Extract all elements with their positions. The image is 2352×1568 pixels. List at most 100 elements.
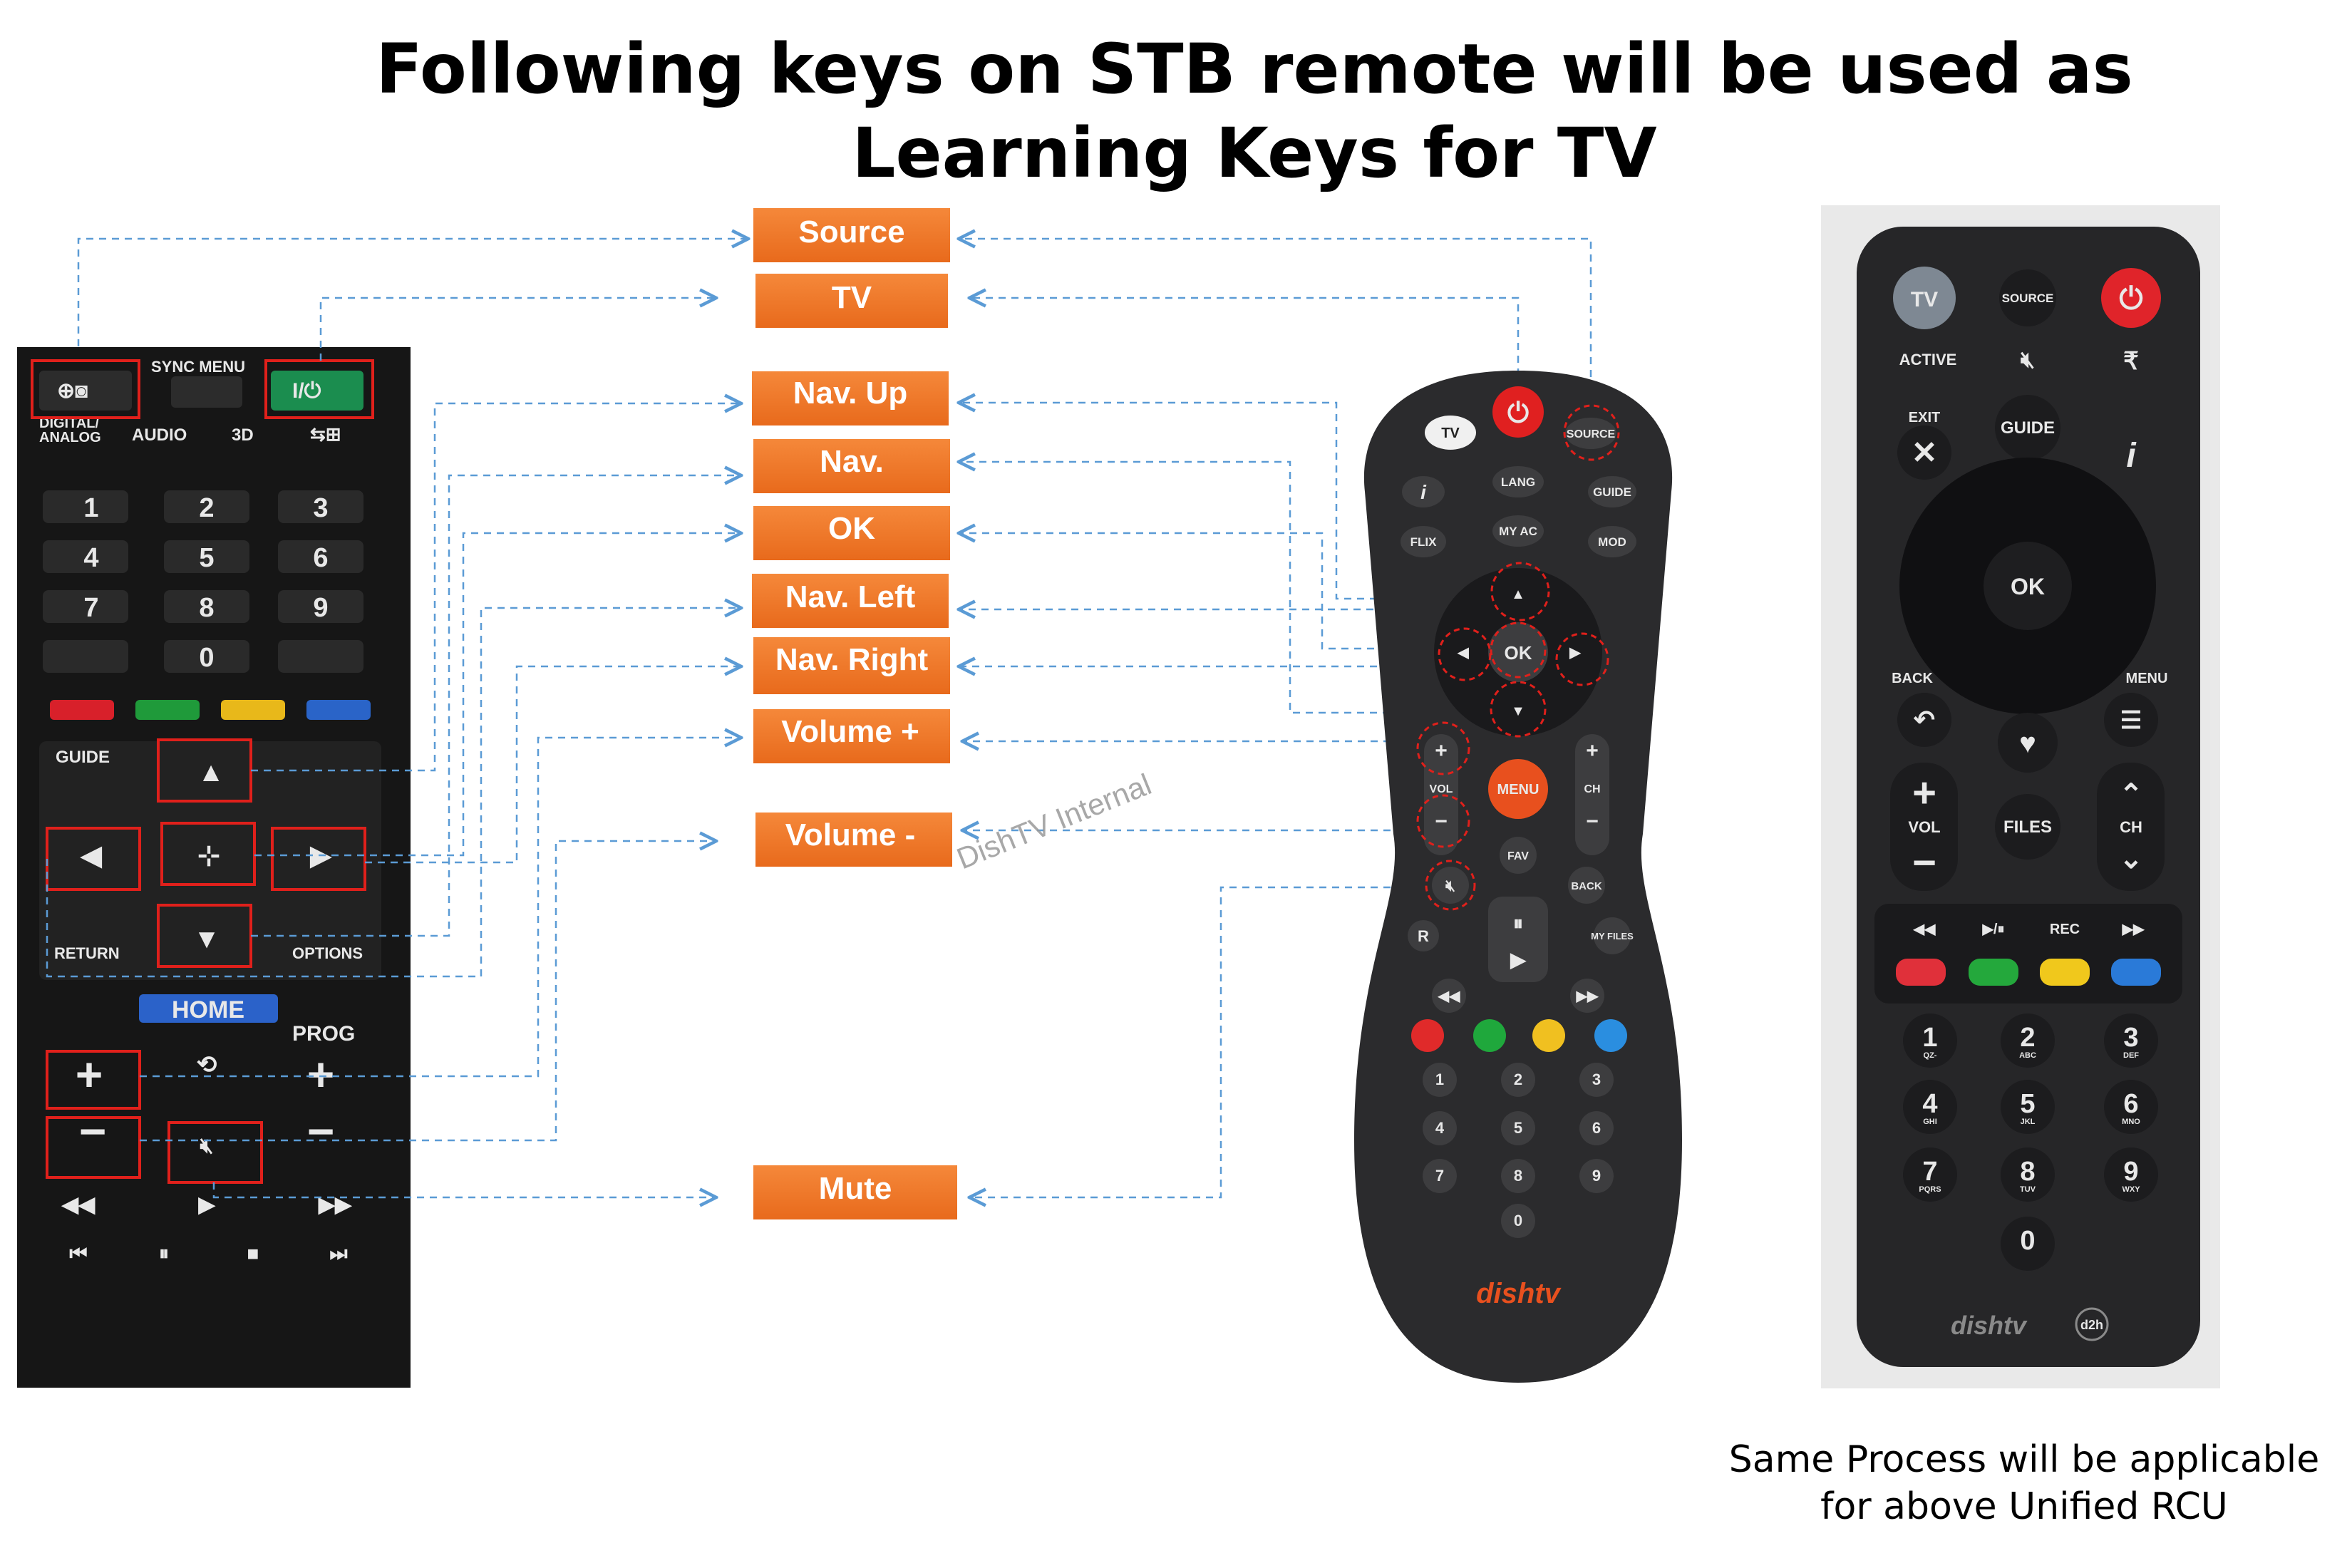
stb-flix-button[interactable] bbox=[1401, 526, 1446, 557]
unified-key-5[interactable] bbox=[2001, 1080, 2055, 1134]
stb-mod-button[interactable] bbox=[1588, 526, 1636, 557]
unified-fav-button[interactable] bbox=[1998, 713, 2058, 773]
unified-key-8[interactable] bbox=[2001, 1147, 2055, 1202]
label-source-text: Source bbox=[798, 215, 904, 249]
stb-rewind-button[interactable] bbox=[1432, 979, 1466, 1013]
unified-blue-key[interactable] bbox=[2111, 959, 2161, 986]
stb-yellow-key[interactable] bbox=[1532, 1019, 1565, 1052]
tv-key-subtitle[interactable] bbox=[278, 640, 363, 673]
stb-myac-button[interactable] bbox=[1492, 515, 1544, 547]
stb-menu-button[interactable] bbox=[1488, 759, 1548, 819]
stb-myfiles-button[interactable] bbox=[1594, 917, 1631, 954]
line-volup-left bbox=[140, 738, 741, 1078]
stb-key-2[interactable] bbox=[1501, 1063, 1535, 1097]
unified-vol-rocker[interactable] bbox=[1890, 763, 1958, 891]
stb-key-0[interactable] bbox=[1501, 1204, 1535, 1238]
stb-power-button[interactable] bbox=[1492, 386, 1544, 438]
tv-key-4[interactable] bbox=[43, 540, 128, 573]
unified-sub-3: DEF bbox=[2123, 1051, 2139, 1060]
tv-key-7[interactable] bbox=[43, 590, 128, 623]
unified-menu-button[interactable] bbox=[2104, 693, 2158, 747]
stb-left-arrow-icon: ◀ bbox=[1457, 645, 1469, 661]
unified-files-button[interactable] bbox=[1995, 794, 2060, 860]
stb-forward-button[interactable] bbox=[1570, 979, 1604, 1013]
stb-highlight-up bbox=[1490, 562, 1550, 621]
tv-key-0[interactable] bbox=[164, 640, 249, 673]
unified-red-key[interactable] bbox=[1896, 959, 1946, 986]
tv-key-6[interactable] bbox=[278, 540, 363, 573]
stb-ok-button[interactable] bbox=[1488, 622, 1548, 682]
unified-digit-9: 9 bbox=[2123, 1157, 2138, 1187]
stb-red-key[interactable] bbox=[1411, 1019, 1444, 1052]
stb-guide-button[interactable] bbox=[1588, 476, 1636, 507]
stb-green-key[interactable] bbox=[1473, 1019, 1506, 1052]
tv-key-3[interactable] bbox=[278, 490, 363, 523]
sync-menu-button[interactable] bbox=[171, 376, 242, 408]
power-button[interactable] bbox=[271, 371, 363, 411]
unified-source-button[interactable] bbox=[1999, 269, 2056, 326]
stb-blue-key[interactable] bbox=[1594, 1019, 1627, 1052]
stb-info-button[interactable] bbox=[1402, 476, 1445, 507]
unified-key-0[interactable] bbox=[2001, 1217, 2055, 1271]
unified-key-1[interactable] bbox=[1903, 1013, 1957, 1068]
stb-ok-label: OK bbox=[1505, 642, 1532, 664]
stb-mute-icon: 🔇︎ bbox=[1445, 877, 1455, 894]
tv-home-button[interactable] bbox=[139, 994, 278, 1023]
unified-key-2[interactable] bbox=[2001, 1013, 2055, 1068]
unified-ch-rocker[interactable] bbox=[2097, 763, 2165, 891]
unified-key-9[interactable] bbox=[2104, 1147, 2158, 1202]
tv-green-key[interactable] bbox=[135, 700, 200, 720]
unified-tv-button[interactable] bbox=[1893, 267, 1956, 329]
tv-red-key[interactable] bbox=[50, 700, 114, 720]
stb-key-1[interactable] bbox=[1423, 1063, 1457, 1097]
stb-digit-7: 7 bbox=[1435, 1167, 1444, 1185]
tv-key-1[interactable] bbox=[43, 490, 128, 523]
highlight-vol-plus bbox=[46, 1050, 141, 1110]
stb-ch-rocker[interactable] bbox=[1575, 734, 1609, 855]
key-labels: Source TV Nav. Up Nav. OK Nav. Left Nav.… bbox=[752, 208, 957, 1219]
unified-key-3[interactable] bbox=[2104, 1013, 2158, 1068]
tv-digit-9: 9 bbox=[313, 593, 328, 623]
tv-key-9[interactable] bbox=[278, 590, 363, 623]
stb-key-3[interactable] bbox=[1579, 1063, 1614, 1097]
stb-vol-rocker[interactable] bbox=[1424, 734, 1458, 855]
unified-back-button[interactable] bbox=[1897, 693, 1951, 747]
tv-key-8[interactable] bbox=[164, 590, 249, 623]
unified-ch-up-icon: ⌃ bbox=[2119, 779, 2143, 810]
stb-key-8[interactable] bbox=[1501, 1159, 1535, 1193]
stb-rec-button[interactable] bbox=[1408, 920, 1439, 951]
stb-lang-button[interactable] bbox=[1492, 466, 1544, 497]
stb-highlight-right bbox=[1555, 632, 1609, 686]
stb-mute-button[interactable] bbox=[1432, 867, 1469, 904]
unified-key-7[interactable] bbox=[1903, 1147, 1957, 1202]
input-button[interactable] bbox=[39, 371, 132, 411]
unified-ok-button[interactable] bbox=[1984, 542, 2072, 630]
unified-exit-button[interactable] bbox=[1897, 425, 1951, 480]
stb-digit-keys: 1 2 3 4 5 6 7 8 9 0 bbox=[1423, 1063, 1614, 1238]
tv-key-teletext[interactable] bbox=[43, 640, 128, 673]
unified-key-4[interactable] bbox=[1903, 1080, 1957, 1134]
stb-key-7[interactable] bbox=[1423, 1159, 1457, 1193]
tv-blue-key[interactable] bbox=[306, 700, 371, 720]
unified-guide-button[interactable] bbox=[1995, 395, 2060, 460]
stb-back-button[interactable] bbox=[1568, 867, 1605, 904]
unified-power-button[interactable] bbox=[2101, 268, 2161, 328]
tv-key-2[interactable] bbox=[164, 490, 249, 523]
stb-pause-play-rocker[interactable] bbox=[1488, 897, 1548, 982]
heart-icon: ♥ bbox=[2019, 728, 2036, 759]
tv-key-5[interactable] bbox=[164, 540, 249, 573]
stb-tv-mode-button[interactable] bbox=[1425, 416, 1476, 450]
unified-sub-8: TUV bbox=[2020, 1185, 2036, 1194]
unified-key-6[interactable] bbox=[2104, 1080, 2158, 1134]
stb-fav-button[interactable] bbox=[1500, 837, 1537, 874]
stb-flix-label: FLIX bbox=[1410, 535, 1437, 549]
stb-key-5[interactable] bbox=[1501, 1111, 1535, 1145]
stb-ch-label: CH bbox=[1584, 783, 1600, 795]
stb-key-9[interactable] bbox=[1579, 1159, 1614, 1193]
unified-yellow-key[interactable] bbox=[2040, 959, 2090, 986]
tv-yellow-key[interactable] bbox=[221, 700, 285, 720]
stb-key-6[interactable] bbox=[1579, 1111, 1614, 1145]
stb-source-button[interactable] bbox=[1565, 418, 1616, 449]
stb-key-4[interactable] bbox=[1423, 1111, 1457, 1145]
unified-green-key[interactable] bbox=[1969, 959, 2018, 986]
